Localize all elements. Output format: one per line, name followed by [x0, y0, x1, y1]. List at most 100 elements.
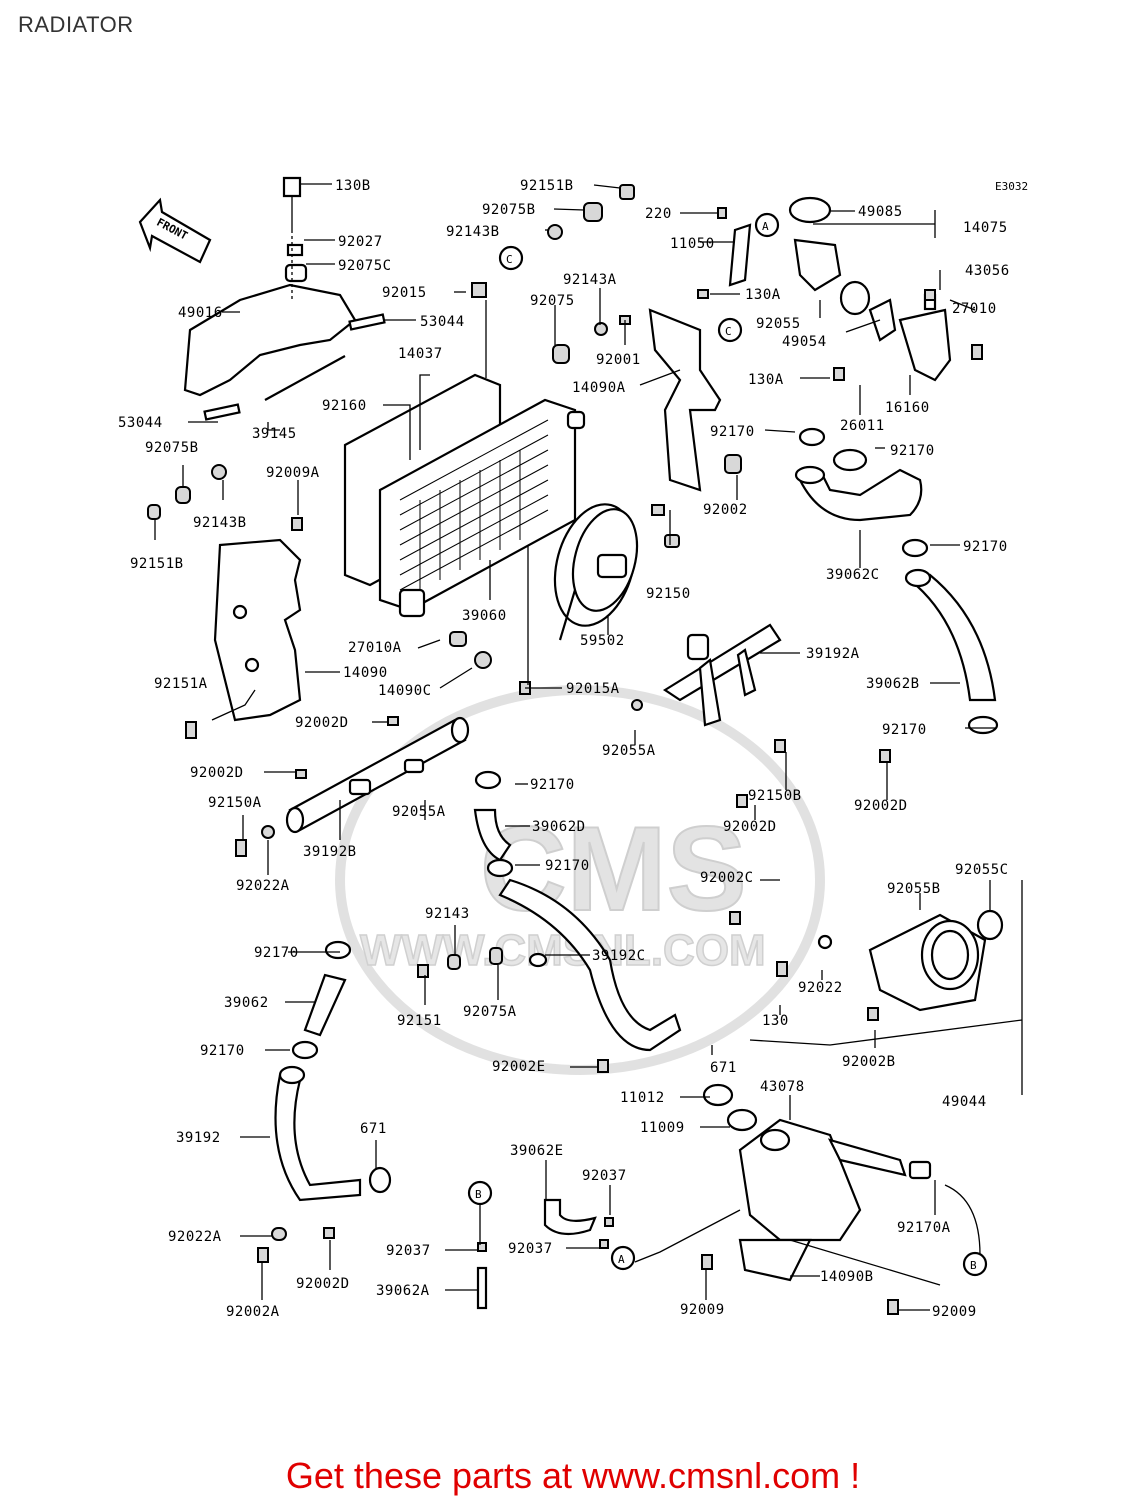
part-label: 92001 [596, 352, 641, 368]
part-label: 92037 [508, 1241, 553, 1257]
part-label: 92075B [482, 202, 536, 218]
part-label: 49044 [942, 1094, 987, 1110]
part-label: 39192C [592, 948, 646, 964]
part-label: 43056 [965, 263, 1010, 279]
fan-59502 [553, 503, 639, 641]
part-label: 39145 [252, 426, 297, 442]
part-label: 92002 [703, 502, 748, 518]
part-label: 49085 [858, 204, 903, 220]
radiator-core [343, 373, 586, 618]
part-label: 14090 [343, 665, 388, 681]
part-label: 92170 [530, 777, 575, 793]
shroud-49016 [183, 176, 386, 421]
part-label: 92055B [887, 881, 941, 897]
part-label: 92170 [890, 443, 935, 459]
part-label: 39062 [224, 995, 269, 1011]
part-label: 92002D [854, 798, 908, 814]
part-label: 92015A [566, 681, 620, 697]
part-label: 92037 [582, 1168, 627, 1184]
part-label: 92075C [338, 258, 392, 274]
part-label: 130A [745, 287, 781, 303]
part-label: 671 [360, 1121, 387, 1137]
svg-text:C: C [725, 325, 732, 338]
part-label: 14075 [963, 220, 1008, 236]
part-label: 92009 [932, 1304, 977, 1320]
svg-text:C: C [506, 253, 513, 266]
reservoir-43078 [702, 1083, 932, 1282]
part-label: 130B [335, 178, 371, 194]
filler-cap-group [728, 196, 952, 382]
part-label: 14090B [820, 1269, 874, 1285]
part-label: 92002D [296, 1276, 350, 1292]
hose-39062A [476, 1266, 488, 1310]
part-label: 92170 [200, 1043, 245, 1059]
part-label: 14090C [378, 683, 432, 699]
part-label: 92037 [386, 1243, 431, 1259]
part-label: 26011 [840, 418, 885, 434]
part-label: 14037 [398, 346, 443, 362]
part-label: 16160 [885, 400, 930, 416]
svg-text:A: A [762, 220, 769, 233]
part-label: 39062D [532, 819, 586, 835]
pipe-39192A [662, 623, 782, 727]
part-label: 14090A [572, 380, 626, 396]
part-label: 92170A [897, 1220, 951, 1236]
footer-link[interactable]: Get these parts at www.cmsnl.com ! [285, 1455, 861, 1496]
part-label: 11050 [670, 236, 715, 252]
diagram-code: E3032 [995, 180, 1028, 193]
part-label: 92022A [168, 1229, 222, 1245]
part-label: 92143A [563, 272, 617, 288]
part-label: 92143B [446, 224, 500, 240]
part-label: 92002A [226, 1304, 280, 1320]
part-label: 39060 [462, 608, 507, 624]
part-label: 92002C [700, 870, 754, 886]
part-label: 92002D [190, 765, 244, 781]
part-label: 92150A [208, 795, 262, 811]
part-label: 92002D [723, 819, 777, 835]
part-label: 671 [710, 1060, 737, 1076]
part-label: 92170 [963, 539, 1008, 555]
part-label: 92075 [530, 293, 575, 309]
part-label: 92027 [338, 234, 383, 250]
watermark-logo: CMS [480, 802, 747, 936]
part-label: 92055C [955, 862, 1009, 878]
part-label: 92009 [680, 1302, 725, 1318]
part-label: 43078 [760, 1079, 805, 1095]
part-label: 92022A [236, 878, 290, 894]
page-title: RADIATOR [18, 12, 134, 37]
part-label: 92009A [266, 465, 320, 481]
part-label: 92150 [646, 586, 691, 602]
part-label: 92151A [154, 676, 208, 692]
part-label: 92170 [710, 424, 755, 440]
callout-B-right: B [962, 1251, 988, 1277]
part-label: 130 [762, 1013, 789, 1029]
part-label: 92170 [254, 945, 299, 961]
part-label: 27010A [348, 640, 402, 656]
leader-lines [154, 183, 1023, 1311]
water-pump [817, 909, 1004, 1012]
callouts: A C C B A B [467, 212, 988, 1277]
shroud-14090A [648, 308, 722, 492]
hose-39062 [291, 940, 352, 1060]
part-label: 92015 [382, 285, 427, 301]
part-label: 49016 [178, 305, 223, 321]
part-label: 59502 [580, 633, 625, 649]
part-label: 92075A [463, 1004, 517, 1020]
part-label: 92143B [193, 515, 247, 531]
pipe-39192B [285, 716, 470, 834]
pipe-39192 [274, 1065, 392, 1202]
part-label: 92002D [295, 715, 349, 731]
svg-text:A: A [618, 1253, 625, 1266]
callout-A-top: A [754, 212, 780, 238]
part-label: 92151B [130, 556, 184, 572]
part-label: 92022 [798, 980, 843, 996]
hose-39062B [901, 538, 999, 735]
part-label: 92055A [392, 804, 446, 820]
shroud-14090 [213, 538, 302, 722]
part-label: 39062B [866, 676, 920, 692]
bolts [147, 184, 983, 1315]
part-label: 53044 [118, 415, 163, 431]
part-label: 39192 [176, 1130, 221, 1146]
callout-B-left: B [467, 1180, 493, 1206]
